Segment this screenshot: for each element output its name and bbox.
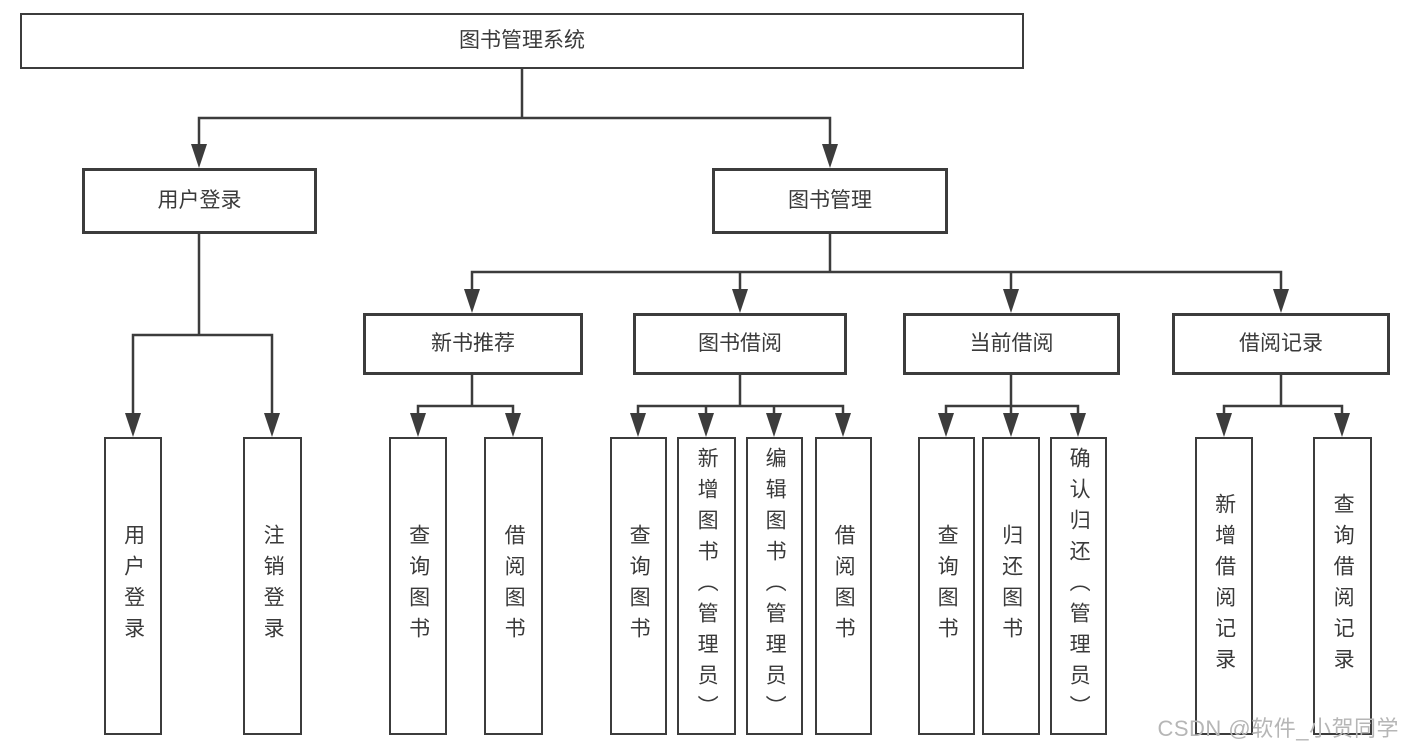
node-label: 用户登录	[121, 524, 145, 648]
node-label: 借阅图书	[832, 524, 856, 648]
node-label: 新增借阅记录	[1212, 493, 1236, 679]
node-query-books-borrowing: 查询图书	[610, 437, 667, 735]
node-label: 当前借阅	[969, 332, 1054, 356]
node-label: 查询图书	[627, 524, 651, 648]
node-label: 编辑图书（管理员）	[763, 446, 787, 726]
node-label: 确认归还（管理员）	[1067, 446, 1091, 726]
node-query-books-current: 查询图书	[918, 437, 975, 735]
node-query-borrow-record: 查询借阅记录	[1313, 437, 1372, 735]
node-label: 借阅记录	[1239, 332, 1323, 356]
node-library-management-system: 图书管理系统	[20, 13, 1024, 69]
node-label: 用户登录	[157, 189, 242, 213]
watermark: CSDN @软件_小贺同学	[1157, 716, 1399, 741]
node-label: 图书管理	[788, 189, 872, 213]
node-user-login-leaf: 用户登录	[104, 437, 162, 735]
node-return-books: 归还图书	[982, 437, 1040, 735]
node-new-book-recommendation: 新书推荐	[363, 313, 583, 375]
node-borrow-books-recommend: 借阅图书	[484, 437, 543, 735]
node-label: 图书管理系统	[459, 29, 585, 53]
node-logout-leaf: 注销登录	[243, 437, 302, 735]
node-label: 图书借阅	[698, 332, 782, 356]
node-label: 归还图书	[999, 524, 1023, 648]
node-current-borrowing: 当前借阅	[903, 313, 1120, 375]
arrowheads	[125, 144, 1350, 437]
node-add-books-admin: 新增图书（管理员）	[677, 437, 736, 735]
node-label: 查询图书	[406, 524, 430, 648]
node-user-login-branch: 用户登录	[82, 168, 317, 234]
node-label: 查询借阅记录	[1331, 493, 1355, 679]
node-book-management-branch: 图书管理	[712, 168, 948, 234]
node-label: 借阅图书	[502, 524, 526, 648]
node-label: 新书推荐	[431, 332, 515, 356]
node-edit-books-admin: 编辑图书（管理员）	[746, 437, 803, 735]
node-borrowing-records: 借阅记录	[1172, 313, 1390, 375]
node-label: 新增图书（管理员）	[695, 446, 719, 726]
node-add-borrow-record: 新增借阅记录	[1195, 437, 1253, 735]
node-confirm-return-admin: 确认归还（管理员）	[1050, 437, 1107, 735]
node-label: 查询图书	[935, 524, 959, 648]
node-label: 注销登录	[261, 524, 285, 648]
node-book-borrowing: 图书借阅	[633, 313, 847, 375]
node-query-books-recommend: 查询图书	[389, 437, 447, 735]
node-borrow-books-leaf: 借阅图书	[815, 437, 872, 735]
